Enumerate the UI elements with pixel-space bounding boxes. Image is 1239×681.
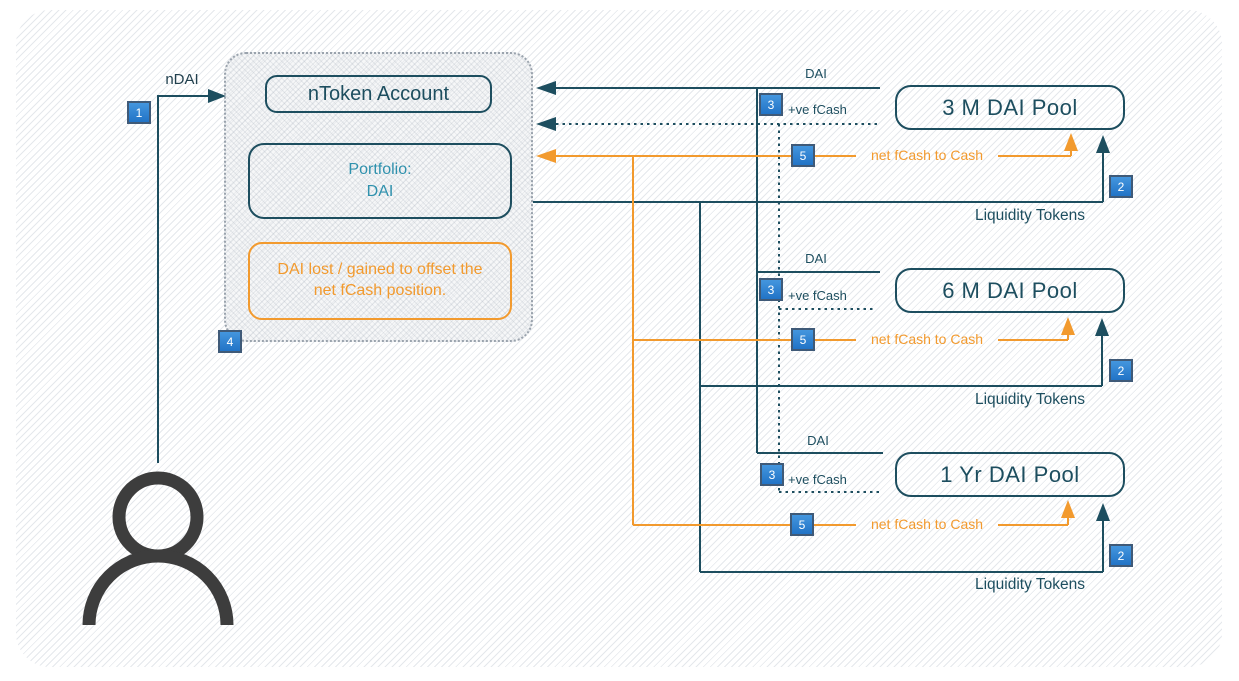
step-badge-3: 3 — [760, 463, 784, 486]
liquidity-tokens-label: Liquidity Tokens — [974, 207, 1085, 224]
step-badge-2: 2 — [1109, 544, 1133, 567]
step-badge-3: 3 — [759, 278, 783, 301]
step-badge-4: 4 — [218, 330, 242, 353]
portfolio-label-line2: DAI — [366, 183, 394, 200]
portfolio-label-line1: Portfolio: — [348, 161, 412, 179]
ndai-label: nDAI — [165, 71, 199, 88]
ntoken-account-label: nToken Account — [307, 82, 450, 105]
user-icon — [82, 471, 234, 626]
fcash-line-label: +ve fCash — [788, 102, 847, 117]
fcash-dotted-lines — [536, 117, 883, 493]
liquidity-tokens-label: Liquidity Tokens — [974, 391, 1085, 408]
pool-box-6m: 6 M DAI Pool — [895, 268, 1125, 313]
net-fcash-line-label: net fCash to Cash — [870, 147, 984, 163]
pool-box-3m: 3 M DAI Pool — [895, 85, 1125, 130]
fcash-line-label: +ve fCash — [788, 472, 847, 487]
pool-label-3m: 3 M DAI Pool — [942, 94, 1078, 120]
portfolio-box: Portfolio: DAI — [248, 143, 512, 219]
pool-label-1yr: 1 Yr DAI Pool — [940, 461, 1080, 487]
net-fcash-lines — [536, 133, 1078, 526]
dai-line-label: DAI — [807, 433, 829, 448]
fcash-line-label: +ve fCash — [788, 288, 847, 303]
step-badge-5: 5 — [791, 328, 815, 351]
net-fcash-line-label: net fCash to Cash — [870, 516, 984, 532]
step-badge-3: 3 — [759, 93, 783, 116]
dai-return-lines — [536, 81, 883, 454]
liquidity-tokens-label: Liquidity Tokens — [974, 576, 1085, 593]
net-fcash-line-label: net fCash to Cash — [870, 331, 984, 347]
step-badge-5: 5 — [791, 144, 815, 167]
step-badge-2: 2 — [1109, 359, 1133, 382]
step-badge-1: 1 — [127, 101, 151, 124]
hatched-canvas — [16, 10, 1222, 667]
pool-box-1yr: 1 Yr DAI Pool — [895, 452, 1125, 497]
ntoken-account-box: nToken Account — [265, 75, 492, 113]
step-badge-5: 5 — [790, 513, 814, 536]
dai-line-label: DAI — [805, 251, 827, 266]
liquidity-token-lines — [533, 135, 1110, 573]
dai-line-label: DAI — [805, 66, 827, 81]
ndai-deposit-line — [157, 89, 226, 463]
note-box: DAI lost / gained to offset the net fCas… — [248, 242, 512, 320]
pool-label-6m: 6 M DAI Pool — [942, 277, 1078, 303]
note-text: DAI lost / gained to offset the net fCas… — [277, 261, 483, 299]
step-badge-2: 2 — [1109, 175, 1133, 198]
